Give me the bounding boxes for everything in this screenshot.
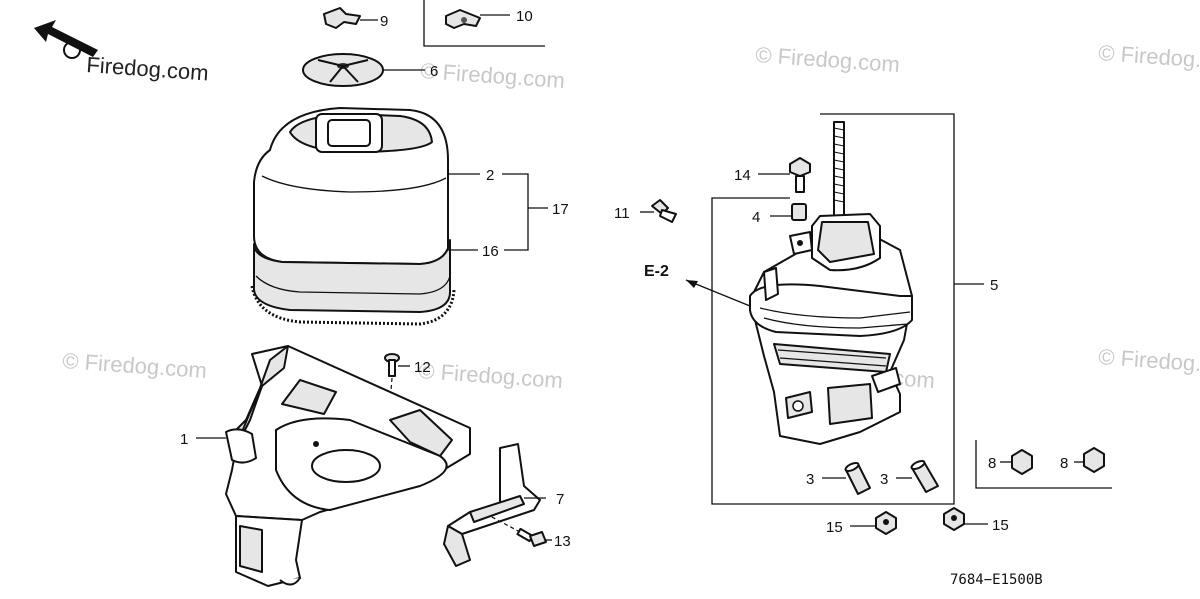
part-nut-8-right <box>1083 447 1105 473</box>
callout-17: 17 <box>552 201 569 218</box>
watermarks: © Firedog.com © Firedog.com © Firedog.co… <box>62 40 1200 393</box>
part-air-cleaner-case-1 <box>225 345 471 587</box>
copyright-icon <box>63 41 81 59</box>
part-element-16 <box>250 239 456 326</box>
callout-8-right: 8 <box>1060 455 1068 472</box>
callout-13: 13 <box>554 533 571 550</box>
callout-4: 4 <box>752 209 760 226</box>
callout-16: 16 <box>482 243 499 260</box>
part-pin-3-left <box>844 461 871 495</box>
callout-5: 5 <box>990 277 998 294</box>
callout-8-left: 8 <box>988 455 996 472</box>
part-wing-nut-10 <box>445 9 481 29</box>
direction-arrow-icon <box>34 20 98 57</box>
watermark: © Firedog.com <box>418 358 564 393</box>
part-collar-4 <box>791 203 807 221</box>
callout-14: 14 <box>734 167 751 184</box>
callout-12: 12 <box>414 359 431 376</box>
callout-7: 7 <box>556 491 564 508</box>
part-bracket-7 <box>443 443 541 567</box>
callout-6: 6 <box>430 63 438 80</box>
watermark: © Firedog.com <box>1098 40 1200 75</box>
callout-15-left: 15 <box>826 519 843 536</box>
callout-3-left: 3 <box>806 471 814 488</box>
watermark: © Firedog.com <box>62 348 208 383</box>
callout-1: 1 <box>180 431 188 448</box>
part-air-cleaner-cover-2 <box>253 107 449 265</box>
callout-10: 10 <box>516 8 533 25</box>
callout-9: 9 <box>380 13 388 30</box>
figure-code: 7684−E1500B <box>950 572 1043 588</box>
part-wing-nut-9 <box>323 7 361 29</box>
callout-15-right: 15 <box>992 517 1009 534</box>
part-nut-8-left <box>1011 449 1033 475</box>
part-nut-15-right <box>943 507 965 531</box>
part-bolt-13 <box>516 527 547 547</box>
part-screw-12 <box>384 353 400 377</box>
callout-3-right: 3 <box>880 471 888 488</box>
ref-label-e2: E-2 <box>644 263 669 280</box>
part-grommet-6 <box>302 53 384 87</box>
callout-labels: 9 10 6 2 17 16 12 1 7 13 14 11 4 5 E-2 3… <box>180 8 1068 588</box>
callout-11: 11 <box>614 205 630 222</box>
part-nut-15-left <box>875 511 897 535</box>
part-pin-3-right <box>910 459 939 493</box>
watermark: © Firedog.com <box>755 42 901 77</box>
callout-2: 2 <box>486 167 494 184</box>
part-housing-5 <box>749 213 913 445</box>
part-bolt-11 <box>651 199 677 223</box>
brand-mark: Firedog.com <box>34 20 209 86</box>
watermark: © Firedog.com <box>420 58 566 93</box>
watermark: © Firedog.com <box>1098 344 1200 379</box>
part-bolt-14 <box>789 157 811 193</box>
brand-text: Firedog.com <box>86 52 210 85</box>
